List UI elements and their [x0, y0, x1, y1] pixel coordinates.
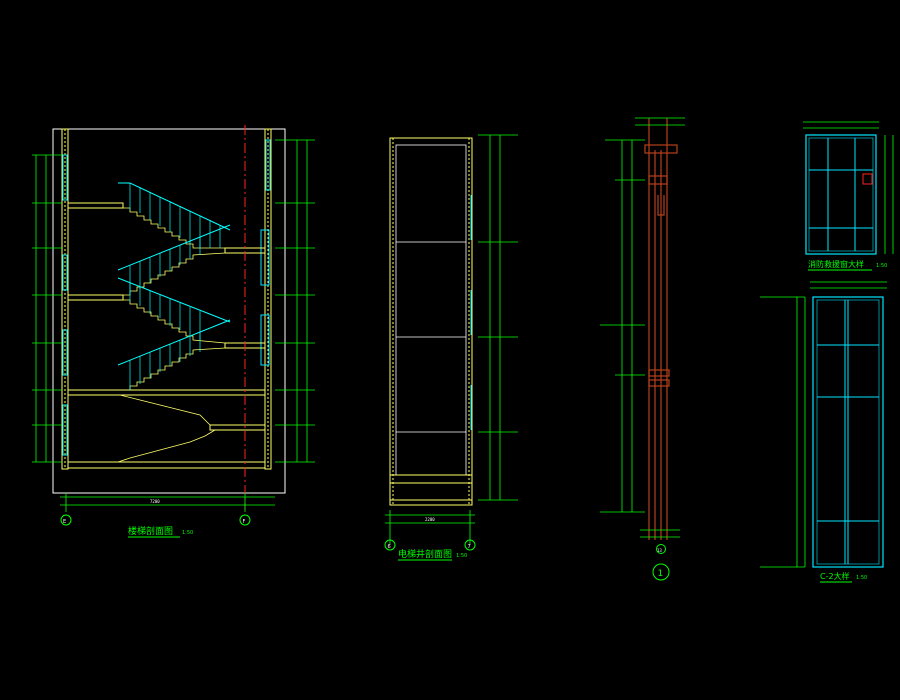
- stair-floor-slabs: [67, 202, 266, 469]
- stair-dims-left: [32, 154, 62, 463]
- stair-window-right-2: [260, 229, 270, 286]
- elevator-shaft-inner: [395, 144, 467, 476]
- elevator-section: 2200 6 7 电梯井剖面图 1:50: [384, 134, 518, 561]
- pier-dims-left: [600, 139, 645, 513]
- fire-window-mullions: [809, 138, 873, 251]
- elevator-section-scale: 1:50: [456, 553, 467, 559]
- pier-detail: 13 1: [600, 117, 685, 581]
- elevator-axis-bubble-right: [464, 539, 476, 551]
- pier-detail-bubble: [652, 563, 670, 581]
- fire-window-inner-frame: [808, 137, 874, 252]
- stair-frame: [52, 128, 286, 494]
- stair-section-scale: 1:50: [182, 530, 193, 536]
- stair-window-left-4: [62, 404, 68, 456]
- stair-section: 7200 E F 楼梯剖面图 1:50: [32, 125, 315, 538]
- elevator-dims-right: [478, 134, 518, 501]
- fire-window-detail: 消防救援窗大样 1:50: [803, 121, 894, 271]
- door-c2-frame: [812, 296, 884, 568]
- stair-section-title: 楼梯剖面图: [128, 525, 173, 537]
- fire-window-dims: [803, 121, 894, 254]
- elevator-wall-hatch: [392, 138, 470, 505]
- elevator-floor-lines: [396, 241, 466, 433]
- pier-detail-number: 1: [658, 569, 664, 579]
- fire-window-marker: [862, 173, 873, 185]
- fire-window-title: 消防救援窗大样: [808, 259, 864, 269]
- door-c2-detail: C-2大样 1:50: [760, 281, 887, 583]
- door-c2-title: C-2大样: [820, 571, 850, 581]
- door-c2-scale: 1:50: [856, 575, 867, 581]
- elevator-pit-slab: [389, 474, 473, 484]
- stair-flights: [117, 207, 226, 463]
- fire-window-scale: 1:50: [876, 263, 887, 269]
- elevator-shaft-outline: [389, 137, 473, 506]
- elevator-bottom-dim: 2200: [425, 517, 435, 522]
- door-c2-dims: [760, 281, 887, 568]
- elevator-dims-bottom: [385, 510, 475, 545]
- elevator-axis-bubble-left: [384, 539, 396, 551]
- pier-axis-bubble: [656, 544, 666, 554]
- stair-window-right-3: [260, 314, 270, 366]
- elevator-section-title: 电梯井剖面图: [398, 548, 452, 560]
- stair-dims-right: [275, 139, 315, 463]
- elevator-base-slab: [389, 499, 473, 506]
- elevator-axis-right-label: 7: [468, 544, 471, 550]
- pier-dims-bottom: [640, 529, 680, 538]
- stair-window-right-1: [265, 139, 271, 191]
- door-c2-mullions: [817, 300, 879, 564]
- stair-axis-bubble-left: [60, 514, 72, 526]
- stair-window-left-1: [62, 154, 68, 201]
- stair-axis-right-label: F: [243, 519, 246, 525]
- stair-bottom-dim: 7200: [150, 499, 160, 504]
- pier-dims-top: [635, 117, 685, 126]
- stair-window-left-3: [62, 329, 68, 376]
- elevator-axis-left-label: 6: [388, 544, 391, 550]
- stair-dims-bottom: [60, 493, 275, 512]
- stair-railings: [117, 182, 231, 390]
- pier-outline: [644, 118, 678, 540]
- stair-axis-bubble-right: [239, 514, 251, 526]
- stair-axis-left-label: E: [63, 519, 66, 525]
- fire-window-frame: [805, 134, 877, 255]
- pier-axis-label: 13: [657, 548, 662, 553]
- stair-window-left-2: [62, 254, 68, 291]
